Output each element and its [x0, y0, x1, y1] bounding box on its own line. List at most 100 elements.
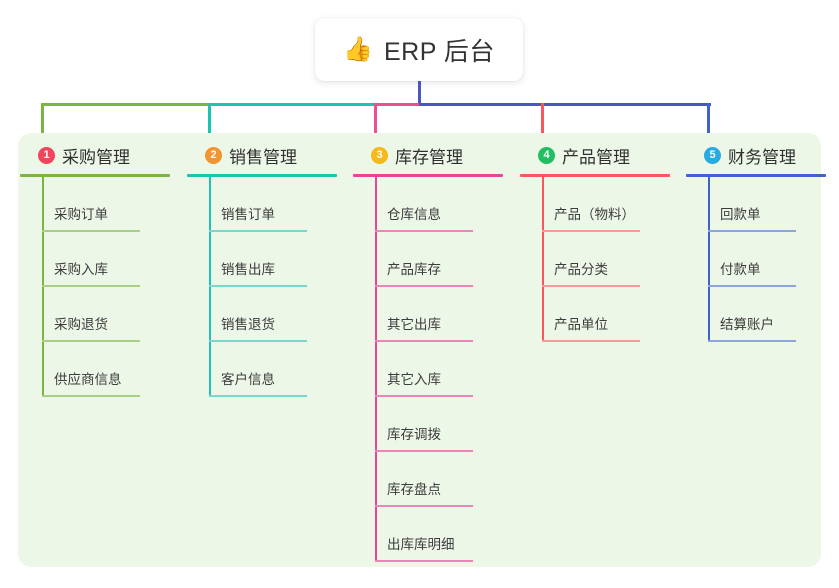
leaf-item[interactable]: 结算账户 — [686, 287, 826, 342]
column-body-3: 仓库信息产品库存其它出库其它入库库存调拨库存盘点出库库明细 — [353, 177, 503, 562]
leaf-item[interactable]: 其它出库 — [353, 287, 503, 342]
column-body-4: 产品（物料） 产品分类产品单位 — [520, 177, 670, 342]
leaf-label: 产品库存 — [387, 262, 441, 277]
leaf-label: 付款单 — [720, 262, 761, 277]
leaf-underline — [375, 450, 473, 452]
column-badge-4: 4 — [538, 147, 555, 164]
leaf-item[interactable]: 采购入库 — [20, 232, 170, 287]
leaf-label: 销售出库 — [221, 262, 275, 277]
leaf-item[interactable]: 库存调拨 — [353, 397, 503, 452]
leaf-underline — [209, 230, 307, 232]
column-header-4[interactable]: 4 产品管理 — [520, 143, 670, 168]
leaf-label: 销售订单 — [221, 207, 275, 222]
column-title-3: 库存管理 — [395, 148, 463, 167]
column-body-2: 销售订单销售出库销售退货客户信息 — [187, 177, 337, 397]
diagram-panel — [18, 133, 821, 567]
leaf-label: 仓库信息 — [387, 207, 441, 222]
column-underline-4 — [520, 174, 670, 177]
leaf-underline — [708, 340, 796, 342]
leaf-underline — [209, 340, 307, 342]
leaf-label: 采购入库 — [54, 262, 108, 277]
column-badge-2: 2 — [205, 147, 222, 164]
connector-segment-1 — [42, 103, 209, 106]
column-title-2: 销售管理 — [229, 148, 297, 167]
leaf-item[interactable]: 产品单位 — [520, 287, 670, 342]
column-header-2[interactable]: 2 销售管理 — [187, 143, 337, 168]
connector-drop-2 — [208, 103, 211, 145]
column-title-5: 财务管理 — [728, 148, 796, 167]
leaf-label: 产品（物料） — [554, 207, 635, 222]
leaf-label: 结算账户 — [720, 317, 774, 332]
leaf-item[interactable]: 销售出库 — [187, 232, 337, 287]
root-stem — [418, 81, 421, 106]
column-spine-5 — [708, 177, 710, 342]
leaf-item[interactable]: 出库库明细 — [353, 507, 503, 562]
leaf-label: 回款单 — [720, 207, 761, 222]
column-underline-2 — [187, 174, 337, 177]
leaf-underline — [209, 395, 307, 397]
column-2: 2 销售管理销售订单销售出库销售退货客户信息 — [187, 143, 337, 397]
column-spine-1 — [42, 177, 44, 397]
leaf-underline — [542, 285, 640, 287]
leaf-item[interactable]: 付款单 — [686, 232, 826, 287]
connector-segment-root-right — [419, 103, 711, 106]
leaf-item[interactable]: 产品分类 — [520, 232, 670, 287]
column-badge-5: 5 — [704, 147, 721, 164]
leaf-item[interactable]: 产品（物料） — [520, 177, 670, 232]
leaf-underline — [375, 505, 473, 507]
leaf-label: 采购退货 — [54, 317, 108, 332]
column-3: 3 库存管理仓库信息产品库存其它出库其它入库库存调拨库存盘点出库库明细 — [353, 143, 503, 562]
column-spine-4 — [542, 177, 544, 342]
leaf-label: 客户信息 — [221, 372, 275, 387]
leaf-label: 产品单位 — [554, 317, 608, 332]
leaf-item[interactable]: 其它入库 — [353, 342, 503, 397]
leaf-item[interactable]: 库存盘点 — [353, 452, 503, 507]
column-underline-3 — [353, 174, 503, 177]
column-header-5[interactable]: 5 财务管理 — [686, 143, 826, 168]
leaf-label: 供应商信息 — [54, 372, 122, 387]
leaf-underline — [375, 230, 473, 232]
leaf-item[interactable]: 供应商信息 — [20, 342, 170, 397]
connector-drop-4 — [541, 103, 544, 145]
leaf-label: 出库库明细 — [387, 537, 455, 552]
column-body-1: 采购订单采购入库采购退货供应商信息 — [20, 177, 170, 397]
column-4: 4 产品管理产品（物料） 产品分类产品单位 — [520, 143, 670, 342]
leaf-item[interactable]: 回款单 — [686, 177, 826, 232]
leaf-label: 采购订单 — [54, 207, 108, 222]
leaf-underline — [708, 230, 796, 232]
column-header-3[interactable]: 3 库存管理 — [353, 143, 503, 168]
thumbs-up-icon: 👍 — [343, 35, 373, 63]
leaf-label: 库存调拨 — [387, 427, 441, 442]
leaf-item[interactable]: 销售订单 — [187, 177, 337, 232]
leaf-underline — [708, 285, 796, 287]
connector-segment-2 — [209, 103, 375, 106]
root-node[interactable]: 👍 ERP 后台 — [315, 18, 523, 81]
column-title-4: 产品管理 — [562, 148, 630, 167]
leaf-label: 产品分类 — [554, 262, 608, 277]
column-underline-1 — [20, 174, 170, 177]
leaf-label: 销售退货 — [221, 317, 275, 332]
column-title-1: 采购管理 — [62, 148, 130, 167]
leaf-underline — [542, 340, 640, 342]
column-underline-5 — [686, 174, 826, 177]
leaf-item[interactable]: 采购订单 — [20, 177, 170, 232]
column-badge-3: 3 — [371, 147, 388, 164]
leaf-underline — [42, 230, 140, 232]
leaf-underline — [542, 230, 640, 232]
leaf-item[interactable]: 仓库信息 — [353, 177, 503, 232]
leaf-item[interactable]: 产品库存 — [353, 232, 503, 287]
leaf-underline — [375, 340, 473, 342]
root-title: ERP 后台 — [383, 37, 495, 66]
leaf-underline — [375, 560, 473, 562]
leaf-underline — [375, 395, 473, 397]
column-spine-3 — [375, 177, 377, 562]
leaf-item[interactable]: 采购退货 — [20, 287, 170, 342]
column-spine-2 — [209, 177, 211, 397]
leaf-underline — [209, 285, 307, 287]
leaf-label: 其它入库 — [387, 372, 441, 387]
leaf-item[interactable]: 客户信息 — [187, 342, 337, 397]
leaf-underline — [42, 340, 140, 342]
leaf-item[interactable]: 销售退货 — [187, 287, 337, 342]
